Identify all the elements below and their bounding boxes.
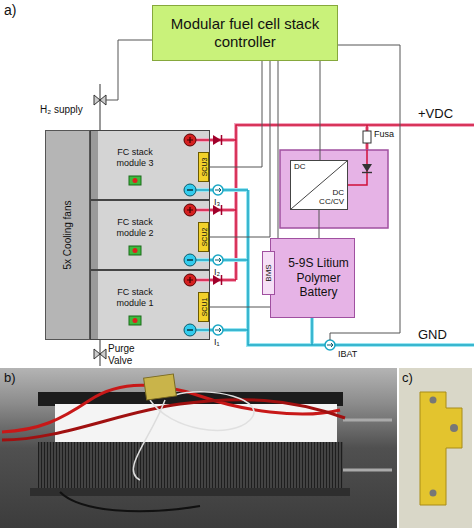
diode-bar: [221, 135, 223, 145]
negative-terminal: [184, 324, 196, 336]
white-wire: [133, 400, 165, 480]
circuit-board: [144, 374, 177, 400]
positive-terminal: [184, 134, 196, 146]
converter-wire: [348, 150, 367, 185]
end-plate: [90, 130, 98, 340]
rail-label: GND: [418, 328, 447, 343]
black-wire: [60, 492, 200, 511]
control-wire: [209, 61, 278, 307]
minus-mark: [187, 189, 193, 190]
plus-mark: [187, 277, 193, 283]
fc-stack-module-text: FC stack module 1: [109, 287, 161, 309]
fc-stack-module-text: FC stack module 2: [109, 217, 161, 239]
bms-box: BMS: [262, 251, 275, 295]
current-sensor: [325, 340, 335, 350]
diode-bar: [221, 205, 223, 215]
stack-body: [90, 130, 210, 340]
diode-bar: [362, 172, 372, 173]
module-icon-dot: [133, 318, 138, 323]
panel-label: c): [402, 371, 413, 386]
diode-symbol: [213, 135, 221, 145]
mounting-hole: [450, 424, 458, 432]
h2-pipe: [99, 84, 100, 130]
scu-box: SCU3: [198, 152, 209, 182]
control-wire: [209, 61, 270, 237]
current-label: I₁: [214, 337, 220, 347]
current-label: I₂: [214, 267, 220, 277]
mounting-hole: [430, 490, 437, 497]
module-icon-dot: [133, 248, 138, 253]
panel-label: b): [4, 371, 16, 386]
module-icon-dot: [133, 178, 138, 183]
stack-fins: [38, 442, 343, 490]
current-sensor: [213, 185, 223, 195]
control-wire: [209, 61, 262, 167]
control-wire: [319, 210, 320, 238]
negative-terminal: [184, 254, 196, 266]
scu-box: SCU1: [198, 292, 209, 322]
rail-label: +VDC: [418, 107, 453, 122]
sensor-arrow: [327, 343, 333, 347]
mounting-hole: [430, 397, 437, 404]
battery-ground-wire: [311, 318, 313, 345]
valve-symbol: [94, 95, 106, 105]
plus-mark: [187, 137, 193, 143]
photo-background: [0, 368, 397, 528]
fuse-symbol: [363, 131, 371, 143]
fc-stack-module: SCU2 FC stack module 2: [90, 200, 210, 270]
battery-pack-text: 5-9S Litium Polymer Battery: [287, 256, 350, 299]
stack-base: [30, 488, 350, 496]
control-wire: [320, 61, 321, 160]
module-icon: [129, 176, 141, 185]
fc-stack-module: SCU3 FC stack module 3: [90, 130, 210, 200]
tie-rod: [343, 469, 392, 472]
valve-symbol: [94, 349, 106, 359]
fc-stack-module-text: FC stack module 3: [109, 147, 161, 169]
scu-box-text: SCU1: [200, 298, 207, 317]
positive-terminal: [184, 274, 196, 286]
module-icon: [129, 316, 141, 325]
battery-pack: BMS5-9S Litium Polymer Battery: [270, 238, 355, 318]
fc-stack-module: SCU1 FC stack module 1: [90, 270, 210, 340]
dc-dc-converter-text: DC CC/CV: [314, 189, 344, 207]
current-sensor: [213, 255, 223, 265]
end-plate-part: [420, 392, 462, 505]
bms-box-text: BMS: [265, 264, 273, 281]
current-sensor: [213, 325, 223, 335]
dc-dc-converter-text: DC: [294, 163, 306, 172]
sensor-arrow: [215, 258, 221, 262]
scu-box-text: SCU2: [200, 228, 207, 247]
scu-box: SCU2: [198, 222, 209, 252]
cooling-fan-panel: 5x Cooling fans: [45, 130, 90, 340]
negative-terminal: [184, 184, 196, 196]
converter-region: [280, 150, 388, 228]
diode-symbol: [362, 164, 372, 172]
diode-bar: [221, 275, 223, 285]
sensor-arrow: [215, 188, 221, 192]
signal-wire: [106, 40, 152, 100]
current-label: I₃: [214, 197, 220, 207]
valve-label: Purge Valve: [108, 343, 146, 367]
minus-mark: [187, 329, 193, 330]
battery-ground-wire: [310, 318, 314, 345]
current-label: IBAT: [338, 349, 357, 359]
controller-box-text: Modular fuel cell stack controller: [159, 15, 331, 51]
diagonal-line: [291, 161, 347, 209]
dc-dc-converter: DC DC CC/CV: [290, 160, 348, 210]
module-icon: [129, 246, 141, 255]
positive-terminal: [184, 204, 196, 216]
cooling-fan-panel-text: 5x Cooling fans: [63, 201, 73, 270]
scu-box-text: SCU3: [200, 158, 207, 177]
panel-label: a): [4, 2, 16, 18]
plus-mark: [187, 207, 193, 213]
minus-mark: [187, 259, 193, 260]
photo-background: [399, 368, 472, 528]
tie-rod: [343, 419, 392, 422]
controller-box: Modular fuel cell stack controller: [152, 5, 338, 61]
sensor-arrow: [215, 328, 221, 332]
fuse-label: Fusa: [374, 129, 394, 139]
supply-label: H₂ supply: [40, 104, 83, 116]
